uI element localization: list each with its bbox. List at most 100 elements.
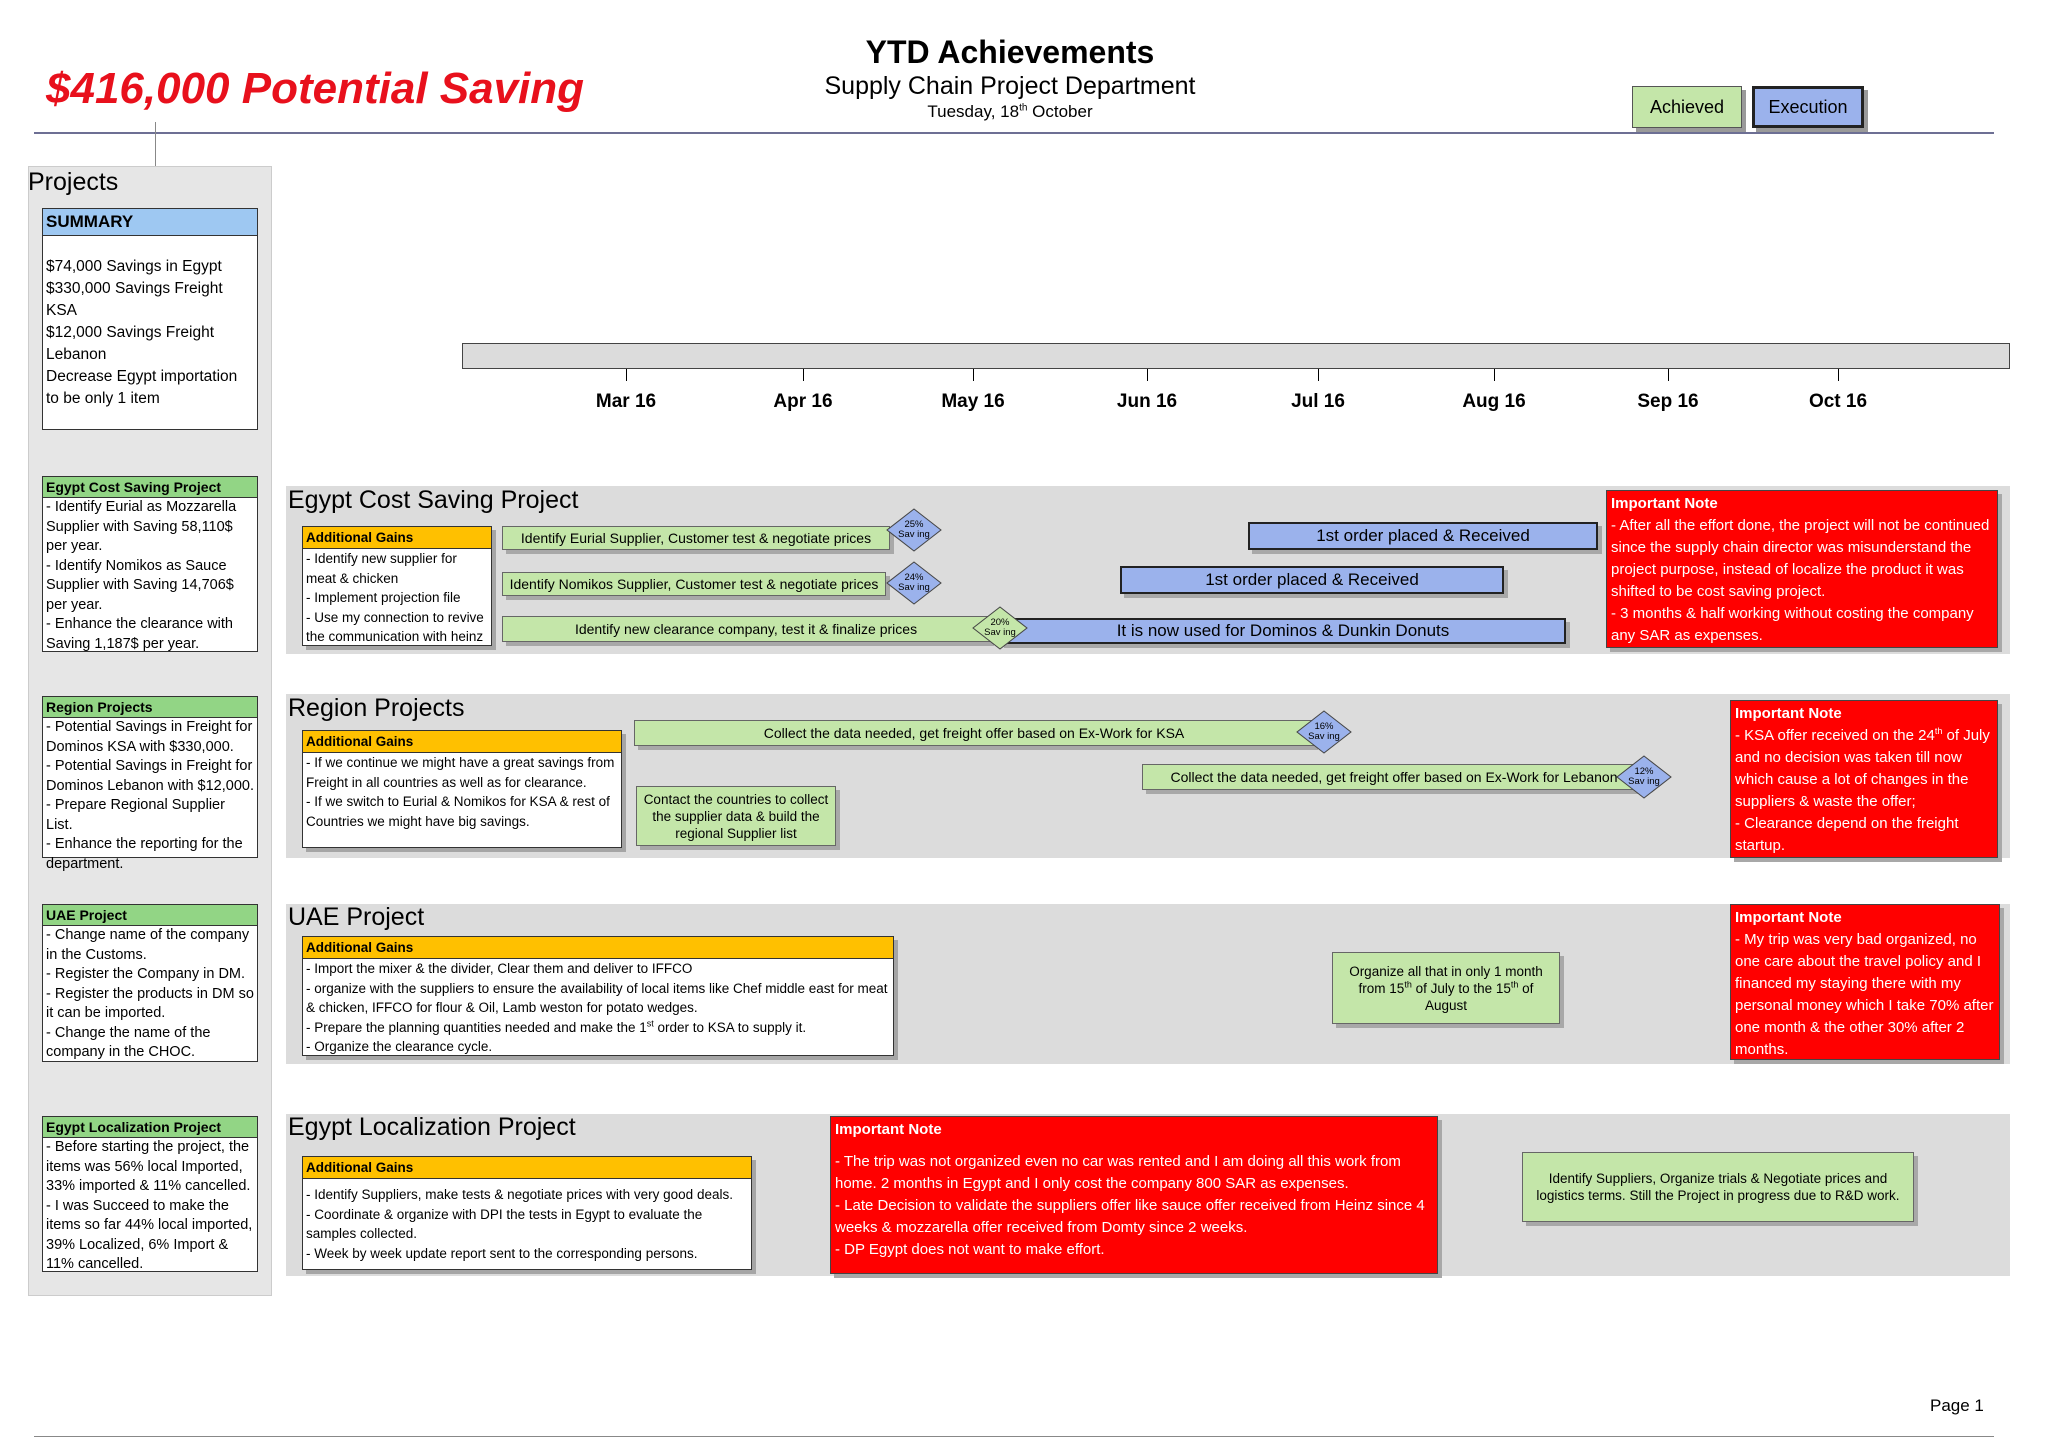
sidebar-region-title: Region Projects xyxy=(43,697,257,718)
gains-line: - Organize the clearance cycle. xyxy=(306,1039,493,1054)
milestone-percent: 25% xyxy=(904,519,924,530)
achieved-bar-localization: Identify Suppliers, Organize trials & Ne… xyxy=(1522,1152,1914,1222)
achieved-bar-nomikos: Identify Nomikos Supplier, Customer test… xyxy=(502,572,886,596)
sidebar-region-projects: Region Projects - Potential Savings in F… xyxy=(42,696,258,872)
gains-line: - If we continue we might have a great s… xyxy=(306,755,615,790)
uae-additional-gains: Additional Gains - Import the mixer & th… xyxy=(302,936,894,1056)
sidebar-line: - Register the Company in DM. xyxy=(46,966,246,982)
gains-title: Additional Gains xyxy=(303,937,893,959)
timeline-tick xyxy=(1318,369,1319,381)
sidebar-localization-title: Egypt Localization Project xyxy=(43,1117,257,1138)
timeline-month: May 16 xyxy=(941,391,1005,412)
note-line: - Clearance depend on the freight startu… xyxy=(1735,815,1959,854)
sidebar-line: - Identify Nomikos as Sauce Supplier wit… xyxy=(46,557,234,613)
milestone-diamond: 12%Sav ing xyxy=(1616,755,1672,799)
header-divider xyxy=(34,132,1994,134)
region-additional-gains: Additional Gains - If we continue we mig… xyxy=(302,730,622,848)
region-important-note: Important Note - KSA offer received on t… xyxy=(1730,700,1998,858)
gains-line: - Identify Suppliers, make tests & negot… xyxy=(306,1187,733,1202)
legend-execution: Execution xyxy=(1752,86,1864,128)
sidebar-uae-project: UAE Project - Change name of the company… xyxy=(42,904,258,1062)
potential-saving-headline: $416,000 Potential Saving xyxy=(46,64,585,113)
sidebar-line: - Identify Eurial as Mozzarella Supplier… xyxy=(46,499,237,554)
note-title: Important Note xyxy=(1611,495,1718,512)
sidebar-line: - I was Succeed to make the items so far… xyxy=(46,1197,253,1273)
note-title: Important Note xyxy=(835,1121,942,1138)
timeline-tick xyxy=(973,369,974,381)
timeline-month: Jul 16 xyxy=(1291,391,1345,412)
execution-bar-first-order-2: 1st order placed & Received xyxy=(1120,566,1504,594)
note-line: - The trip was not organized even no car… xyxy=(835,1153,1401,1192)
achieved-bar-supplier-list: Contact the countries to collect the sup… xyxy=(636,786,836,846)
timeline-month: Mar 16 xyxy=(595,391,657,412)
milestone-word: Sav ing xyxy=(898,529,930,540)
sidebar-line: - Enhance the reporting for the departme… xyxy=(46,836,243,872)
gains-line: - Import the mixer & the divider, Clear … xyxy=(306,961,693,976)
gains-line: - If we switch to Eurial & Nomikos for K… xyxy=(306,794,610,829)
achieved-bar-eurial: Identify Eurial Supplier, Customer test … xyxy=(502,526,890,550)
egypt-additional-gains: Additional Gains - Identify new supplier… xyxy=(302,526,492,646)
footer-divider xyxy=(34,1436,1994,1437)
timeline-tick xyxy=(1838,369,1839,381)
execution-bar-first-order-1: 1st order placed & Received xyxy=(1248,522,1598,550)
sidebar-line: - Potential Savings in Freight for Domin… xyxy=(46,719,253,755)
milestone-word: Sav ing xyxy=(1308,731,1340,742)
note-title: Important Note xyxy=(1735,705,1842,722)
localization-additional-gains: Additional Gains - Identify Suppliers, m… xyxy=(302,1156,752,1270)
milestone-diamond: 24%Sav ing xyxy=(886,561,942,605)
localization-section-title: Egypt Localization Project xyxy=(288,1113,576,1141)
achieved-bar-ksa-freight: Collect the data needed, get freight off… xyxy=(634,720,1314,746)
summary-line: $330,000 Savings Freight KSA xyxy=(46,280,223,319)
timeline-tick xyxy=(1668,369,1669,381)
gains-line: - Week by week update report sent to the… xyxy=(306,1245,698,1261)
localization-important-note: Important Note - The trip was not organi… xyxy=(830,1116,1438,1274)
egypt-section-title: Egypt Cost Saving Project xyxy=(288,486,579,514)
milestone-diamond: 16%Sav ing xyxy=(1296,710,1352,754)
uae-section-title: UAE Project xyxy=(288,903,425,931)
page-date: Tuesday, 18th October xyxy=(927,102,1093,121)
execution-bar-dominos-dunkin: It is now used for Dominos & Dunkin Donu… xyxy=(1000,618,1566,644)
milestone-percent: 12% xyxy=(1634,766,1654,777)
achieved-bar-clearance: Identify new clearance company, test it … xyxy=(502,616,990,642)
page-subtitle: Supply Chain Project Department xyxy=(824,72,1196,100)
note-line: - My trip was very bad organized, no one… xyxy=(1735,931,1994,1058)
timeline-tick xyxy=(1494,369,1495,381)
sidebar-egypt-title: Egypt Cost Saving Project xyxy=(43,477,257,498)
legend-achieved: Achieved xyxy=(1632,86,1742,128)
sidebar-line: - Change the name of the company in the … xyxy=(46,1024,211,1061)
sidebar-line: - Change name of the company in the Cust… xyxy=(46,927,250,963)
summary-title: SUMMARY xyxy=(43,209,257,236)
page-title: YTD Achievements xyxy=(865,34,1155,70)
milestone-word: Sav ing xyxy=(1628,776,1660,787)
timeline-tick xyxy=(803,369,804,381)
summary-line: Decrease Egypt importation to be only 1 … xyxy=(46,368,238,407)
note-line: - 3 months & half working without costin… xyxy=(1611,605,1974,644)
summary-line: $74,000 Savings in Egypt xyxy=(46,258,222,275)
region-section-title: Region Projects xyxy=(288,694,465,722)
milestone-word: Sav ing xyxy=(898,582,930,593)
sidebar-uae-title: UAE Project xyxy=(43,905,257,926)
sidebar-line: - Before starting the project, the items… xyxy=(46,1139,251,1194)
summary-line: $12,000 Savings Freight Lebanon xyxy=(46,324,215,363)
note-line: - After all the effort done, the project… xyxy=(1611,517,1990,600)
timeline-month: Sep 16 xyxy=(1637,391,1699,412)
timeline-month: Apr 16 xyxy=(773,391,833,412)
timeline-tick xyxy=(626,369,627,381)
note-line: - KSA offer received on the 24th of July… xyxy=(1735,726,1990,811)
milestone-percent: 24% xyxy=(904,572,924,583)
gains-title: Additional Gains xyxy=(303,1157,751,1179)
projects-label: Projects xyxy=(28,168,119,196)
note-line: - Late Decision to validate the supplier… xyxy=(835,1197,1425,1236)
timeline-bar xyxy=(462,343,2010,369)
note-line: - DP Egypt does not want to make effort. xyxy=(835,1241,1105,1258)
page-number: Page 1 xyxy=(1930,1396,1984,1415)
milestone-percent: 16% xyxy=(1314,721,1334,732)
egypt-important-note: Important Note - After all the effort do… xyxy=(1606,490,1998,648)
milestone-diamond: 20%Sav ing xyxy=(972,606,1028,650)
gains-line: - Coordinate & organize with DPI the tes… xyxy=(306,1206,703,1242)
sidebar-line: - Potential Savings in Freight for Domin… xyxy=(46,758,254,794)
sidebar-egypt-cost-saving: Egypt Cost Saving Project - Identify Eur… xyxy=(42,476,258,652)
achieved-bar-uae-organize: Organize all that in only 1 month from 1… xyxy=(1332,952,1560,1024)
uae-important-note: Important Note - My trip was very bad or… xyxy=(1730,904,2000,1060)
gains-line: - Use my connection to revive the commun… xyxy=(306,609,484,645)
